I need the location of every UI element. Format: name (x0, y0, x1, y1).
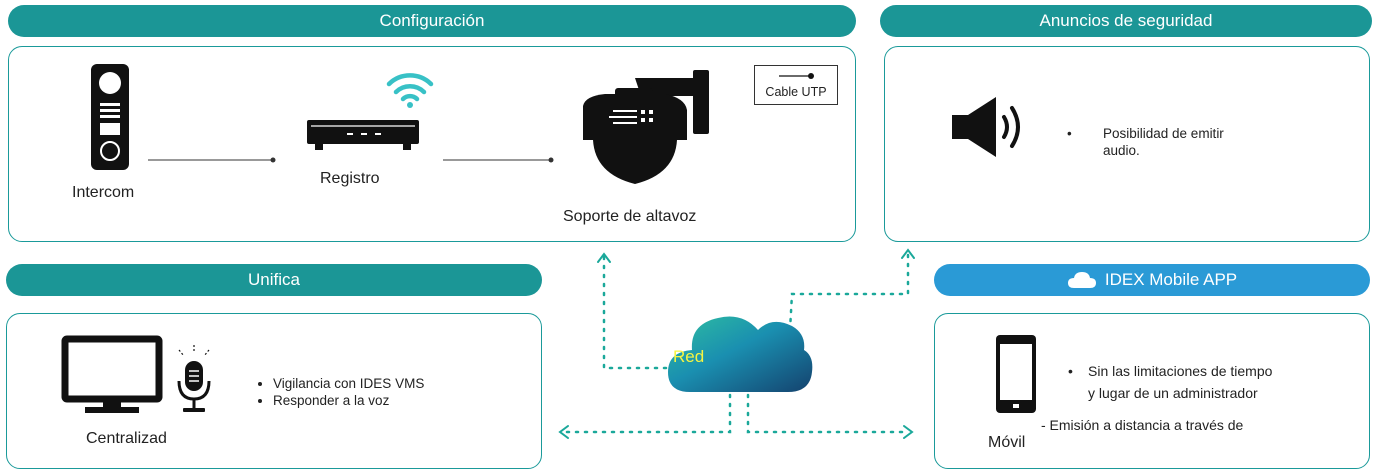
soporte-label: Soporte de altavoz (563, 208, 697, 225)
intercom-icon (91, 64, 129, 170)
idex-note: - Emisión a distancia a través de (1041, 417, 1244, 433)
mobile-phone-icon (996, 335, 1036, 413)
intercom-label: Intercom (72, 184, 135, 201)
anuncios-bullet-line2: audio. (1103, 143, 1140, 158)
registro-recorder-icon (307, 120, 419, 150)
movil-label: Móvil (988, 434, 1026, 451)
idex-bullet-line1: Sin las limitaciones de tiempo (1088, 363, 1273, 379)
cable-legend-label: Cable UTP (765, 85, 827, 99)
unifica-bullets: Vigilancia con IDES VMS Responder a la v… (255, 375, 505, 409)
unifica-bullet-2: Responder a la voz (273, 392, 505, 409)
microphone-icon (177, 345, 211, 412)
cloud-icon (1067, 272, 1096, 288)
configuracion-header: Configuración (8, 5, 856, 37)
anuncios-bullet-line1: Posibilidad de emitir (1103, 126, 1224, 141)
idex-bullet-line2: y lugar de un administrador (1088, 385, 1258, 401)
anuncios-panel (884, 46, 1370, 242)
idex-header: IDEX Mobile APP (934, 264, 1370, 296)
idex-bullet: • Sin las limitaciones de tiempo y lugar… (1068, 360, 1368, 404)
registro-label: Registro (320, 170, 380, 187)
centralizad-label: Centralizad (86, 430, 167, 447)
configuracion-panel (8, 46, 856, 242)
anuncios-bullet: • Posibilidad de emitir audio. (1067, 125, 1283, 159)
cable-legend-line-icon (779, 73, 814, 79)
bullet-dot-icon: • (1068, 363, 1073, 379)
monitor-icon (61, 335, 163, 413)
network-cloud-icon (668, 316, 813, 392)
idex-header-label: IDEX Mobile APP (1104, 270, 1238, 289)
wifi-icon (386, 73, 434, 108)
bullet-dot-icon: • (1067, 126, 1072, 141)
unifica-header: Unifica (6, 264, 542, 296)
red-label: Red (673, 347, 705, 366)
connector-line-1 (148, 157, 276, 163)
anuncios-header: Anuncios de seguridad (880, 5, 1372, 37)
speaker-icon (952, 97, 1020, 157)
cable-legend: Cable UTP (754, 65, 838, 105)
connector-line-2 (443, 157, 554, 163)
unifica-bullet-1: Vigilancia con IDES VMS (273, 375, 505, 392)
ptz-camera-icon (583, 70, 709, 184)
